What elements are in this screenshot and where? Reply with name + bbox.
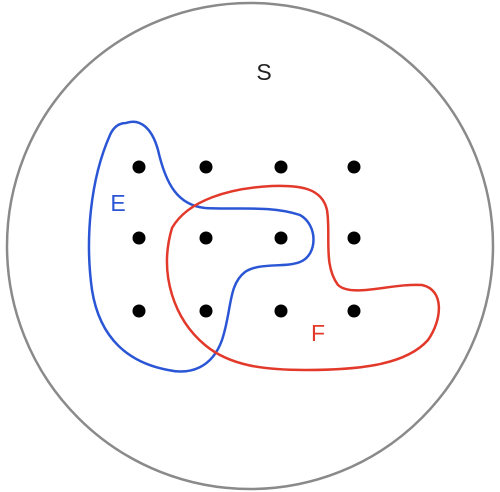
sample-point [199,160,213,174]
event-f-outline [165,184,441,372]
sample-points [132,160,361,318]
sample-point [347,304,361,318]
sample-point [132,304,146,318]
sample-point [132,231,146,245]
sample-point [274,231,288,245]
event-e-outline [87,120,315,373]
sample-point [347,160,361,174]
sample-point [199,304,213,318]
sample-point [347,231,361,245]
sample-point [199,231,213,245]
event-e-label: E [110,190,125,216]
event-f-label: F [311,320,325,346]
sample-point [274,304,288,318]
sample-space-label: S [256,59,271,85]
sample-point [274,160,288,174]
sample-point [132,160,146,174]
sample-space-circle [5,1,495,491]
